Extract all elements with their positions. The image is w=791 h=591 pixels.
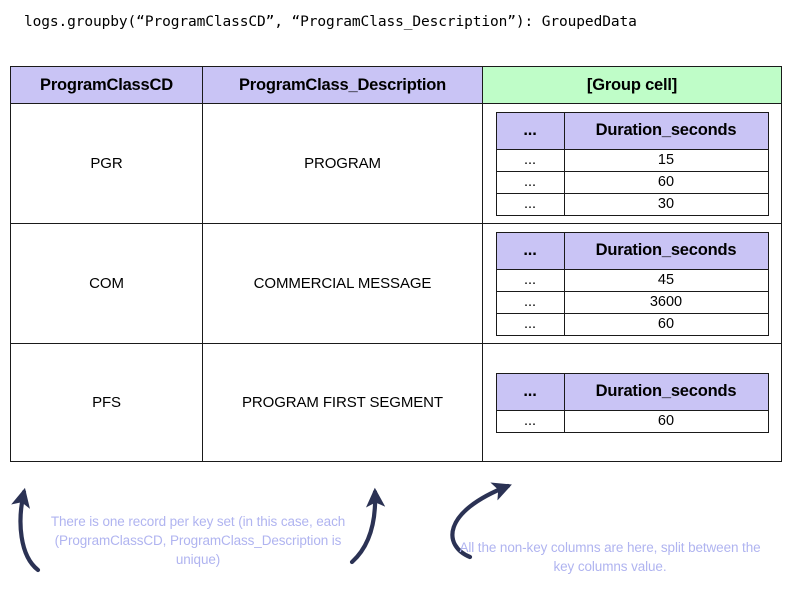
nested-table-row: ... 45 — [495, 268, 769, 292]
nested-table-row: ... 60 — [495, 409, 769, 433]
nested-table-row: ... 30 — [495, 192, 769, 216]
cell-programclass-description: COMMERCIAL MESSAGE — [202, 223, 483, 344]
nested-cell-ellipsis: ... — [495, 148, 565, 172]
cell-programclasscd: PFS — [10, 343, 203, 462]
nested-cell-duration: 30 — [563, 192, 769, 216]
nested-column-header-ellipsis: ... — [495, 111, 565, 150]
column-header-programclass-description: ProgramClass_Description — [202, 66, 483, 104]
nested-cell-duration: 45 — [563, 268, 769, 292]
nested-column-header-duration: Duration_seconds — [563, 111, 769, 150]
nested-table-row: ... 60 — [495, 312, 769, 336]
cell-group: ... Duration_seconds ... 60 — [482, 343, 782, 462]
nested-cell-ellipsis: ... — [495, 268, 565, 292]
nested-table-row: ... 15 — [495, 148, 769, 172]
table-row: PGR PROGRAM ... Duration_seconds — [10, 103, 782, 224]
nested-table-row: ... 60 — [495, 170, 769, 194]
nested-cell-ellipsis: ... — [495, 192, 565, 216]
table-header-row: ProgramClassCD ProgramClass_Description … — [10, 66, 782, 104]
nested-table-row: ... 3600 — [495, 290, 769, 314]
nested-cell-duration: 60 — [563, 409, 769, 433]
nested-cell-duration: 15 — [563, 148, 769, 172]
arrow-left-annotation — [11, 487, 41, 573]
cell-programclasscd: PGR — [10, 103, 203, 224]
cell-programclass-description: PROGRAM FIRST SEGMENT — [202, 343, 483, 462]
cell-programclasscd: COM — [10, 223, 203, 344]
nested-header-row: ... Duration_seconds — [495, 231, 769, 270]
table-row: PFS PROGRAM FIRST SEGMENT ... Duration_s… — [10, 343, 782, 462]
nested-group-table: ... Duration_seconds ... 60 — [495, 372, 769, 433]
nested-column-header-duration: Duration_seconds — [563, 231, 769, 270]
annotation-left-text: There is one record per key set (in this… — [50, 514, 346, 567]
nested-cell-duration: 60 — [563, 312, 769, 336]
nested-column-header-ellipsis: ... — [495, 231, 565, 270]
nested-cell-ellipsis: ... — [495, 312, 565, 336]
table-row: COM COMMERCIAL MESSAGE ... Duration_seco… — [10, 223, 782, 344]
nested-column-header-duration: Duration_seconds — [563, 372, 769, 411]
nested-group-table: ... Duration_seconds ... 15 ... 60 — [495, 111, 769, 216]
nested-column-header-ellipsis: ... — [495, 372, 565, 411]
code-expression-title: logs.groupby(“ProgramClassCD”, “ProgramC… — [24, 14, 637, 30]
annotation-right-text: All the non-key columns are here, split … — [459, 540, 761, 574]
nested-group-table: ... Duration_seconds ... 45 ... 36 — [495, 231, 769, 336]
nested-cell-ellipsis: ... — [495, 290, 565, 314]
cell-group: ... Duration_seconds ... 15 ... 60 — [482, 103, 782, 224]
nested-header-row: ... Duration_seconds — [495, 111, 769, 150]
arrow-middle-annotation — [349, 487, 386, 565]
grouped-data-table: ProgramClassCD ProgramClass_Description … — [10, 66, 782, 462]
nested-cell-duration: 3600 — [563, 290, 769, 314]
column-header-group-cell: [Group cell] — [482, 66, 782, 104]
cell-group: ... Duration_seconds ... 45 ... 36 — [482, 223, 782, 344]
nested-cell-duration: 60 — [563, 170, 769, 194]
cell-programclass-description: PROGRAM — [202, 103, 483, 224]
column-header-programclasscd: ProgramClassCD — [10, 66, 203, 104]
nested-cell-ellipsis: ... — [495, 409, 565, 433]
nested-cell-ellipsis: ... — [495, 170, 565, 194]
nested-header-row: ... Duration_seconds — [495, 372, 769, 411]
